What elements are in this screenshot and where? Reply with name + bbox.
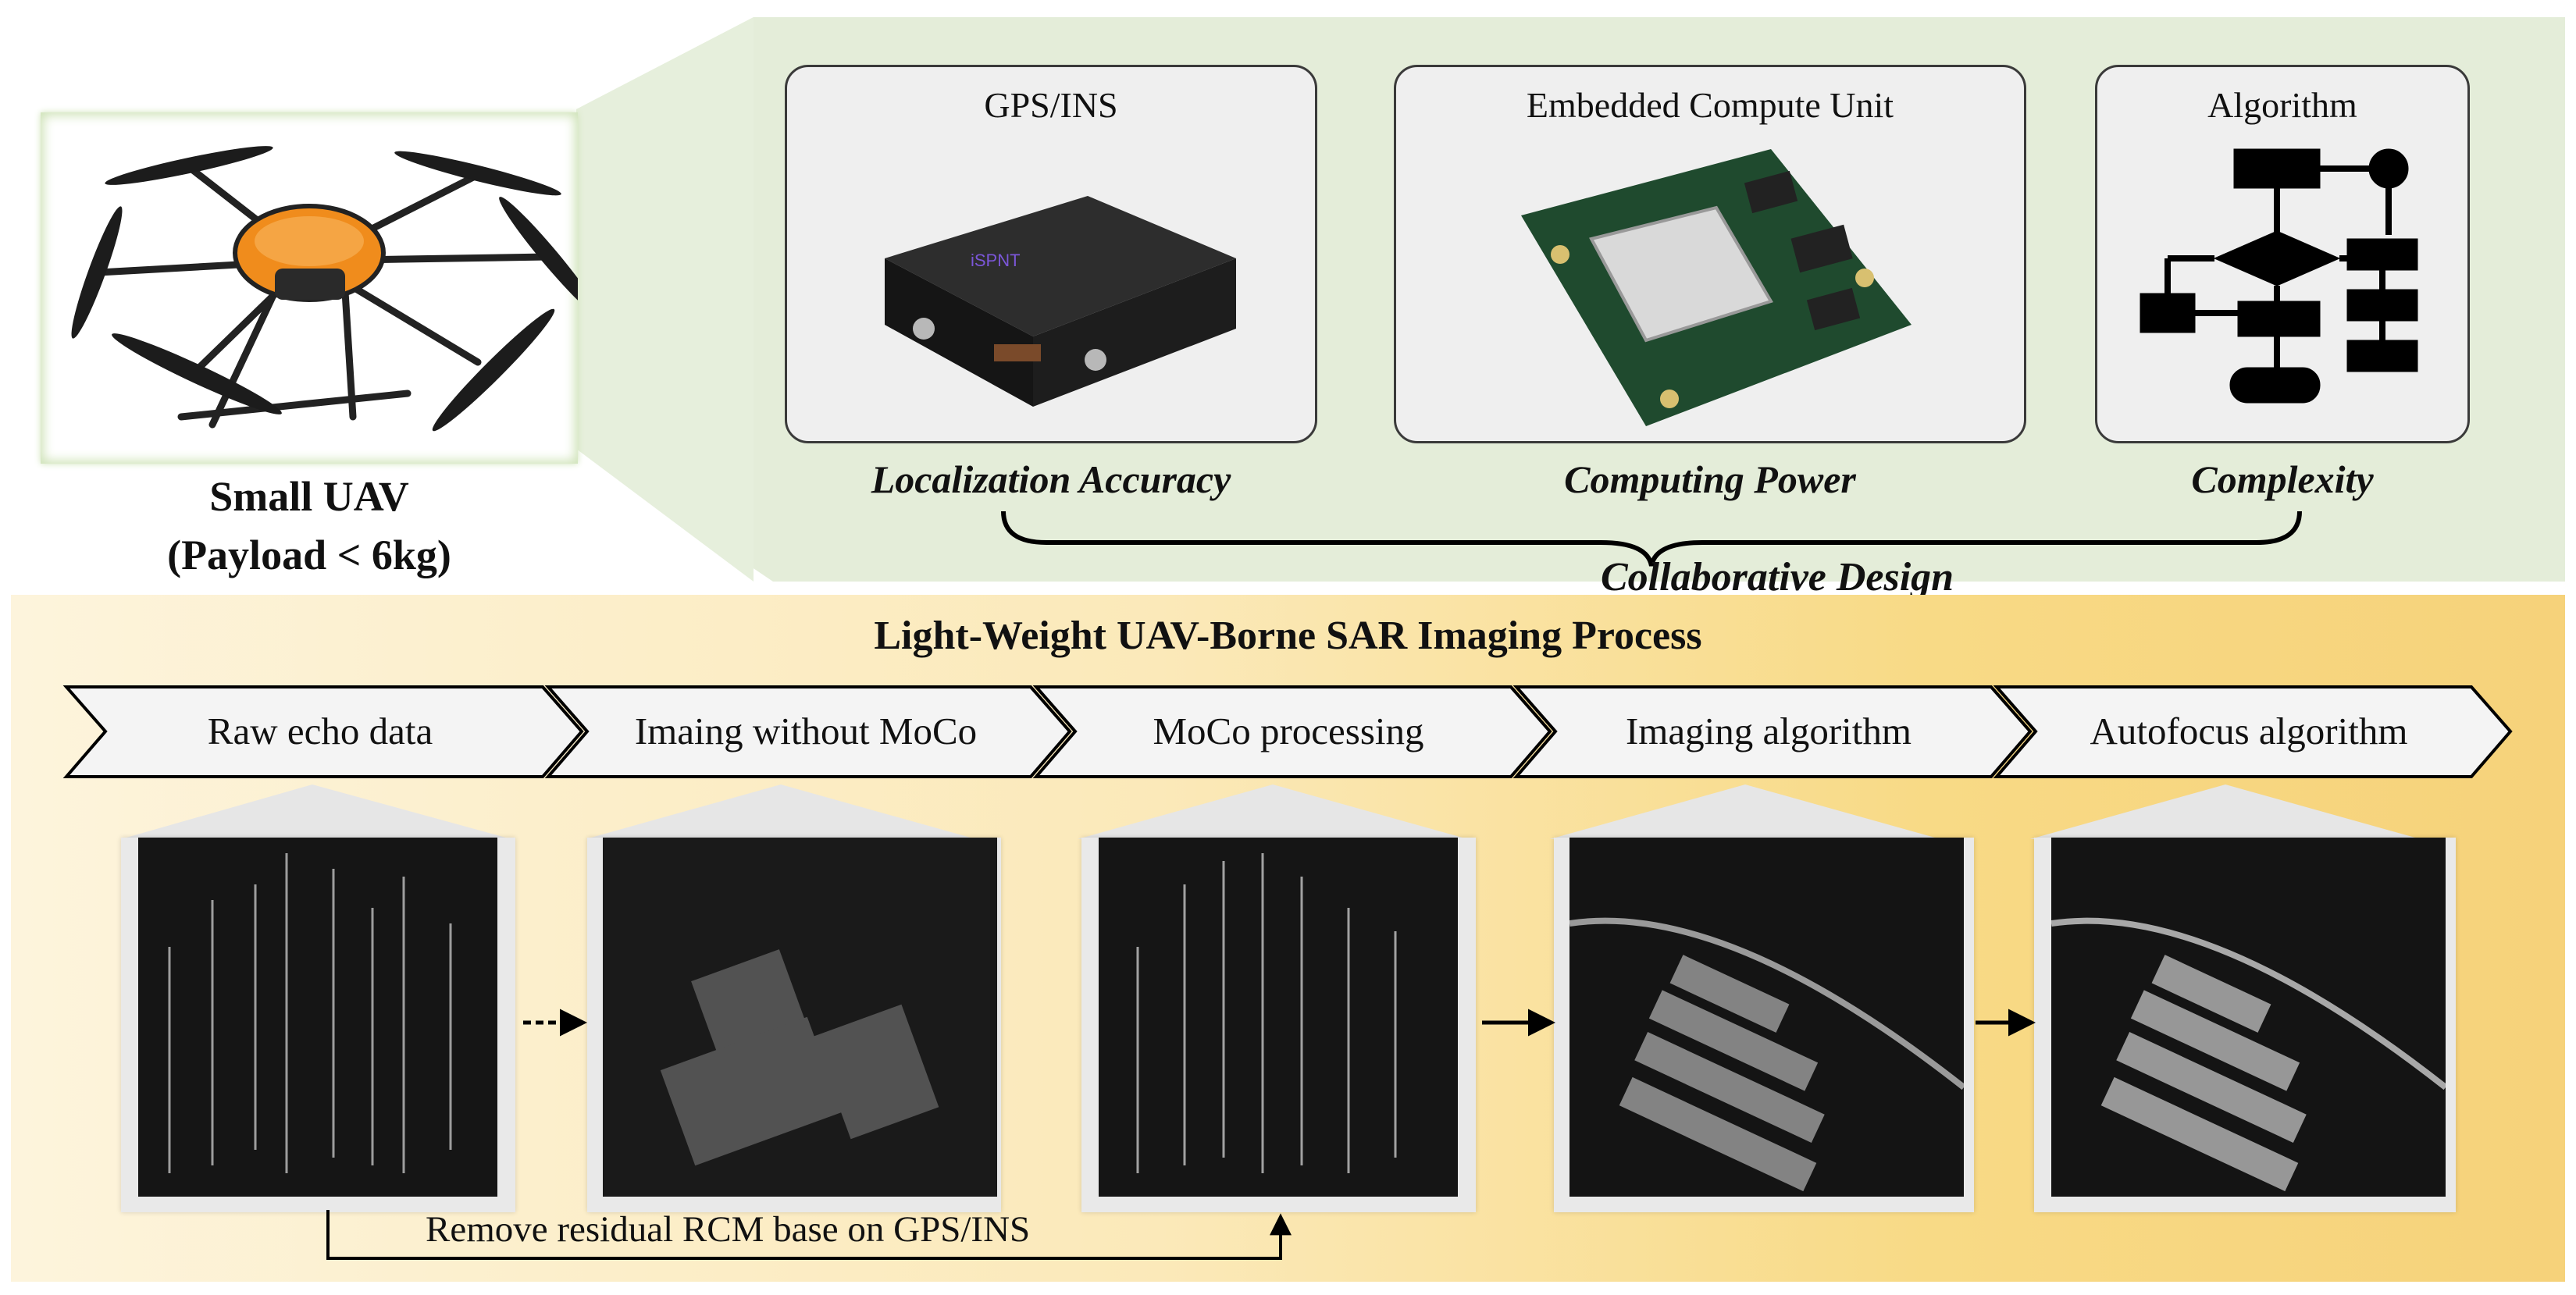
sar-frame-moco [1081, 838, 1476, 1212]
stage-label-imaging-algorithm: Imaging algorithm [1625, 710, 1912, 752]
algorithm-title: Algorithm [2207, 85, 2357, 125]
stage-chevrons [62, 685, 2513, 778]
algorithm-caption: Complexity [2191, 457, 2374, 501]
sar-frame-tops [121, 784, 2421, 839]
collaborative-design-label: Collaborative Design [1601, 555, 1954, 599]
uav-photo-frame [41, 112, 600, 464]
gps-ins-box: GPS/INS iSPNT [785, 65, 1317, 443]
stage-label-imaging-without-moco: Imaing without MoCo [634, 710, 978, 752]
gps-ins-caption: Localization Accuracy [871, 457, 1231, 501]
stage-label-moco-processing: MoCo processing [1153, 710, 1424, 752]
sar-frame-autofocus [2034, 838, 2456, 1212]
sar-frame-without-moco [587, 838, 1001, 1212]
svg-text:iSPNT: iSPNT [971, 251, 1021, 270]
moco-image [1099, 838, 1458, 1197]
compute-unit-caption: Computing Power [1564, 457, 1856, 501]
focused-image [1569, 838, 1964, 1197]
stage-label-autofocus-algorithm: Autofocus algorithm [2090, 710, 2408, 752]
unfocused-image [603, 838, 997, 1197]
feedback-arrow-icon [326, 1210, 1292, 1260]
gps-ins-title: GPS/INS [984, 85, 1118, 125]
sar-frame-raw-echo [121, 838, 515, 1212]
sar-frame-imaging-algorithm [1554, 838, 1974, 1212]
drone-icon [71, 146, 600, 432]
compute-unit-box: Embedded Compute Unit [1394, 65, 2026, 443]
uav-title: Small UAV [209, 473, 409, 520]
collaborative-brace [1001, 511, 2302, 567]
compute-board-icon [1521, 149, 1912, 426]
autofocus-image [2051, 838, 2446, 1197]
flowchart-icon [2140, 148, 2418, 404]
compute-unit-title: Embedded Compute Unit [1526, 85, 1894, 125]
raw-echo-image [138, 838, 497, 1197]
feedback-label: Remove residual RCM base on GPS/INS [426, 1209, 1031, 1250]
process-title: Light-Weight UAV-Borne SAR Imaging Proce… [874, 614, 1702, 658]
stage-label-raw-echo: Raw echo data [207, 710, 433, 752]
uav-subtitle: (Payload < 6kg) [167, 532, 451, 578]
gps-ins-module-icon: iSPNT [885, 196, 1236, 407]
algorithm-box: Algorithm [2095, 65, 2470, 443]
